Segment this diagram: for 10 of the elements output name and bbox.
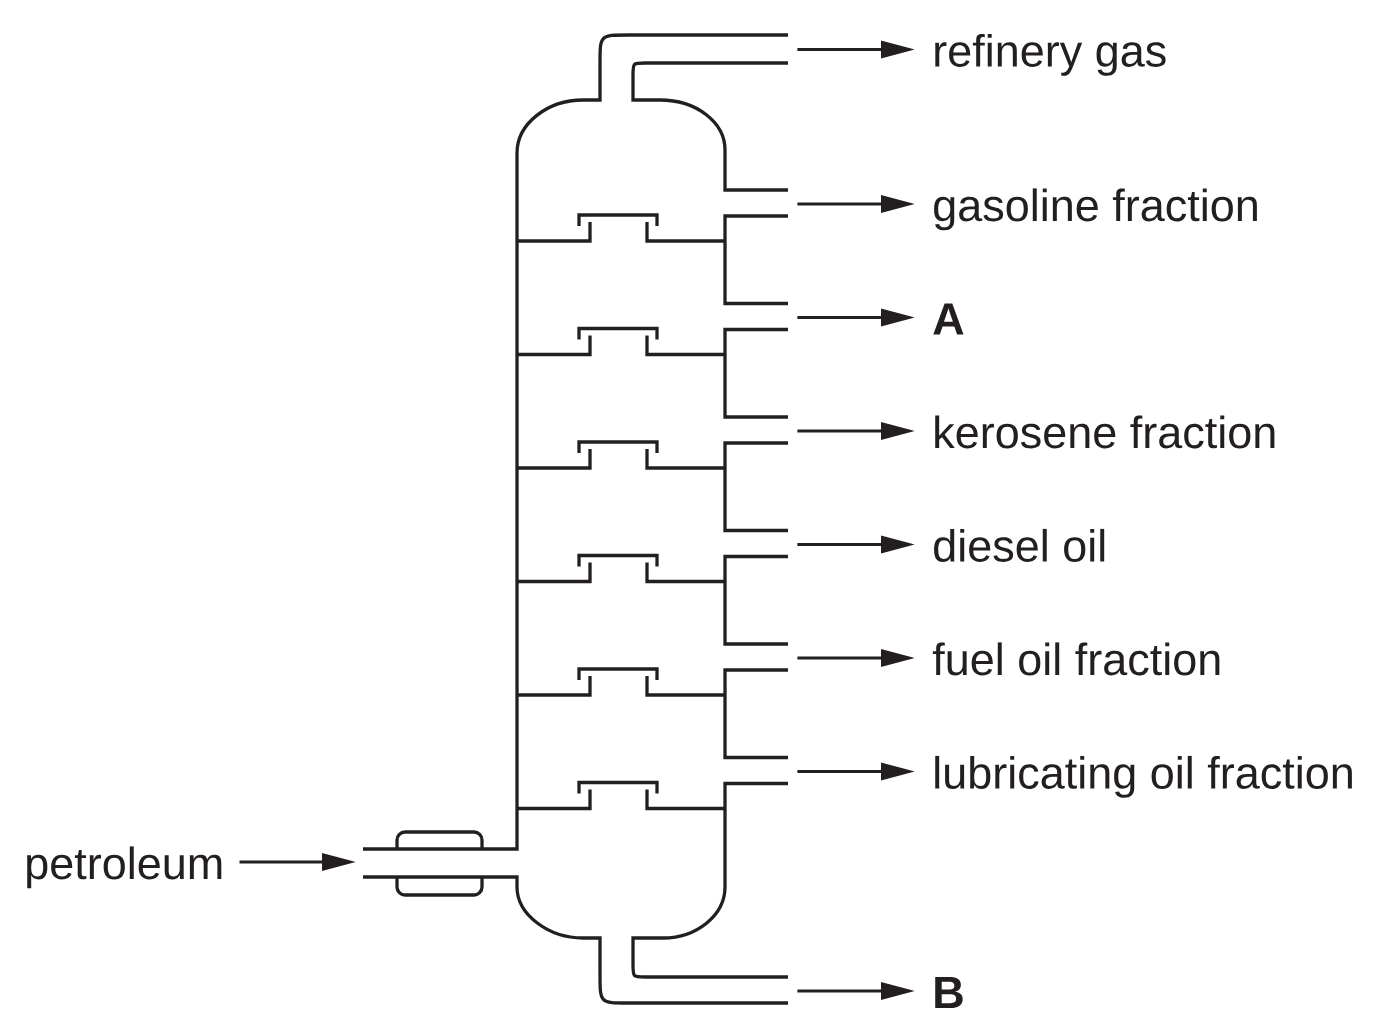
fraction-label: gasoline fraction bbox=[934, 188, 1257, 231]
letter-label: B bbox=[935, 977, 963, 1008]
fraction-label: fuel oil fraction bbox=[932, 642, 1220, 676]
fraction-label: diesel oil bbox=[934, 528, 1105, 562]
input-label: petroleum bbox=[27, 846, 222, 889]
distillation-column bbox=[363, 33, 788, 1005]
letter-label: A bbox=[933, 303, 964, 335]
fraction-label: refinery gas bbox=[935, 33, 1166, 76]
fraction-label: lubricating oil fraction bbox=[935, 755, 1352, 798]
fraction-label: kerosene fraction bbox=[935, 415, 1275, 449]
